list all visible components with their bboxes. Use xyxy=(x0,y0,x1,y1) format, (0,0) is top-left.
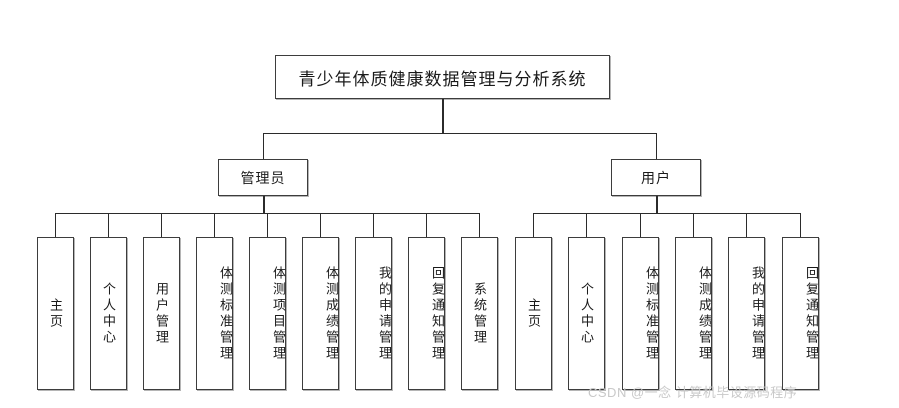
leaf-node-admin-9[interactable]: 系统管理 xyxy=(461,237,498,390)
leaf-node-user-4[interactable]: 体测成绩管理 xyxy=(675,237,712,390)
leaf-node-admin-7[interactable]: 我的申请管理 xyxy=(355,237,392,390)
leaf-node-user-5[interactable]: 我的申请管理 xyxy=(728,237,765,390)
leaf-node-admin-2[interactable]: 个人中心 xyxy=(90,237,127,390)
connector-drop-user-3 xyxy=(640,213,641,237)
connector-level1-bus xyxy=(263,133,656,134)
leaf-node-admin-1[interactable]: 主页 xyxy=(37,237,74,390)
leaf-node-user-3[interactable]: 体测标准管理 xyxy=(622,237,659,390)
root-node-system-title[interactable]: 青少年体质健康数据管理与分析系统 xyxy=(275,55,610,99)
connector-root-trunk xyxy=(442,99,444,133)
leaf-node-admin-6[interactable]: 体测成绩管理 xyxy=(302,237,339,390)
connector-drop-admin-1 xyxy=(55,213,56,237)
watermark-text: CSDN @一念 计算机毕设源码程序 xyxy=(588,385,798,400)
connector-drop-admin-4 xyxy=(214,213,215,237)
connector-admin-trunk xyxy=(263,196,265,213)
connector-drop-user-1 xyxy=(533,213,534,237)
leaf-node-admin-3[interactable]: 用户管理 xyxy=(143,237,180,390)
connector-drop-admin-9 xyxy=(479,213,480,237)
connector-drop-admin-7 xyxy=(373,213,374,237)
connector-user-children-bus xyxy=(533,213,800,214)
connector-drop-user-2 xyxy=(586,213,587,237)
role-node-admin[interactable]: 管理员 xyxy=(218,159,308,196)
leaf-node-user-1[interactable]: 主页 xyxy=(515,237,552,390)
role-node-user[interactable]: 用户 xyxy=(611,159,701,196)
leaf-node-user-6[interactable]: 回复通知管理 xyxy=(782,237,819,390)
connector-drop-user xyxy=(656,133,657,159)
connector-user-trunk xyxy=(656,196,658,213)
connector-drop-admin-6 xyxy=(320,213,321,237)
leaf-node-user-2[interactable]: 个人中心 xyxy=(568,237,605,390)
connector-drop-admin-2 xyxy=(108,213,109,237)
connector-drop-user-5 xyxy=(746,213,747,237)
connector-drop-admin-3 xyxy=(161,213,162,237)
connector-drop-user-6 xyxy=(800,213,801,237)
leaf-node-admin-8[interactable]: 回复通知管理 xyxy=(408,237,445,390)
connector-drop-admin-8 xyxy=(426,213,427,237)
leaf-node-admin-5[interactable]: 体测项目管理 xyxy=(249,237,286,390)
connector-drop-admin xyxy=(263,133,264,159)
connector-drop-user-4 xyxy=(693,213,694,237)
leaf-node-admin-4[interactable]: 体测标准管理 xyxy=(196,237,233,390)
connector-drop-admin-5 xyxy=(267,213,268,237)
